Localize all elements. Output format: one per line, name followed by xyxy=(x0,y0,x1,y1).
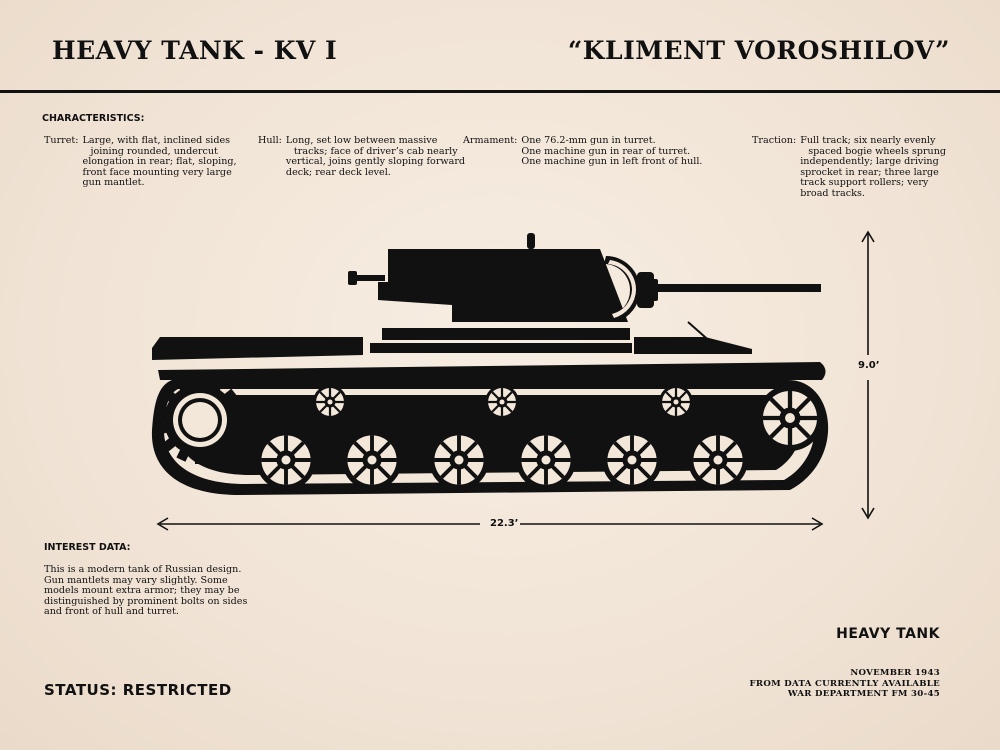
characteristics-heading: CHARACTERISTICS: xyxy=(42,113,145,124)
spec-armament-line: One machine gun in rear of turret. xyxy=(521,145,691,157)
spec-traction-line: track support rollers; very xyxy=(800,177,929,188)
spec-armament: Armament: One 76.2-mm gun in turret. One… xyxy=(463,135,703,168)
spec-hull: Hull: Long, set low between massive trac… xyxy=(258,135,466,178)
spec-traction-line: Full track; six nearly evenly xyxy=(800,135,936,146)
interest-text: This is a modern tank of Russian design.… xyxy=(44,564,248,618)
spec-traction: Traction: Full track; six nearly evenly … xyxy=(752,135,947,199)
source-line: FROM DATA CURRENTLY AVAILABLE xyxy=(749,678,940,689)
spec-turret-line: gun mantlet. xyxy=(82,177,145,188)
status-label: STATUS: RESTRICTED xyxy=(44,681,232,699)
spec-traction-line: broad tracks. xyxy=(800,187,865,199)
source-line: WAR DEPARTMENT FM 30-45 xyxy=(787,689,940,699)
wheel-layer xyxy=(155,376,823,490)
periscope xyxy=(527,233,535,249)
spec-traction-label: Traction: xyxy=(752,135,797,146)
interest-line: distinguished by prominent bolts on side… xyxy=(44,595,248,607)
length-dimension-label: 22.3’ xyxy=(490,518,519,529)
dimension-lines xyxy=(156,230,875,531)
spec-hull-line: vertical, joins gently sloping forward xyxy=(285,156,466,167)
height-dimension-label: 9.0’ xyxy=(858,360,880,371)
page-title: HEAVY TANK - KV I xyxy=(52,36,338,65)
source-block: NOVEMBER 1943 FROM DATA CURRENTLY AVAILA… xyxy=(749,668,940,700)
rear-deck xyxy=(152,337,363,360)
interest-line: and front of hull and turret. xyxy=(44,606,179,617)
spec-hull-line: deck; rear deck level. xyxy=(285,166,391,178)
spec-turret: Turret: Large, with flat, inclined sides… xyxy=(44,135,237,189)
gun-barrel xyxy=(654,284,821,292)
interest-heading: INTEREST DATA: xyxy=(44,542,131,553)
spec-armament-line: One 76.2-mm gun in turret. xyxy=(521,135,656,146)
header-divider xyxy=(0,90,1000,93)
source-date: NOVEMBER 1943 xyxy=(850,668,940,678)
interest-line: Gun mantlets may vary slightly. Some xyxy=(44,574,228,586)
spec-traction-line: independently; large driving xyxy=(800,156,939,167)
spec-turret-line: front face mounting very large xyxy=(82,166,232,178)
spec-turret-line: joining rounded, undercut xyxy=(90,145,218,157)
spec-armament-label: Armament: xyxy=(463,135,518,146)
spec-turret-line: Large, with flat, inclined sides xyxy=(82,135,231,146)
spec-armament-line: One machine gun in left front of hull. xyxy=(521,156,703,167)
spec-turret-label: Turret: xyxy=(44,135,79,146)
spec-traction-line: spaced bogie wheels sprung xyxy=(808,145,947,157)
spec-hull-line: Long, set low between massive xyxy=(285,135,438,146)
spec-hull-label: Hull: xyxy=(258,135,282,146)
driver-cab xyxy=(634,337,752,354)
spec-hull-line: tracks; face of driver’s cab nearly xyxy=(293,145,458,157)
track-fender xyxy=(158,362,826,380)
interest-line: models mount extra armor; they may be xyxy=(44,585,240,596)
turret-ring xyxy=(382,328,630,340)
tank-type-label: HEAVY TANK xyxy=(836,626,940,642)
spec-turret-line: elongation in rear; flat, sloping, xyxy=(82,156,237,167)
hull-top xyxy=(370,343,632,353)
spec-traction-line: sprocket in rear; three large xyxy=(800,166,939,178)
interest-line: This is a modern tank of Russian design. xyxy=(44,564,242,575)
page-subtitle: “KLIMENT VOROSHILOV” xyxy=(567,36,950,65)
rear-machine-gun xyxy=(355,275,385,281)
turret xyxy=(378,249,628,322)
